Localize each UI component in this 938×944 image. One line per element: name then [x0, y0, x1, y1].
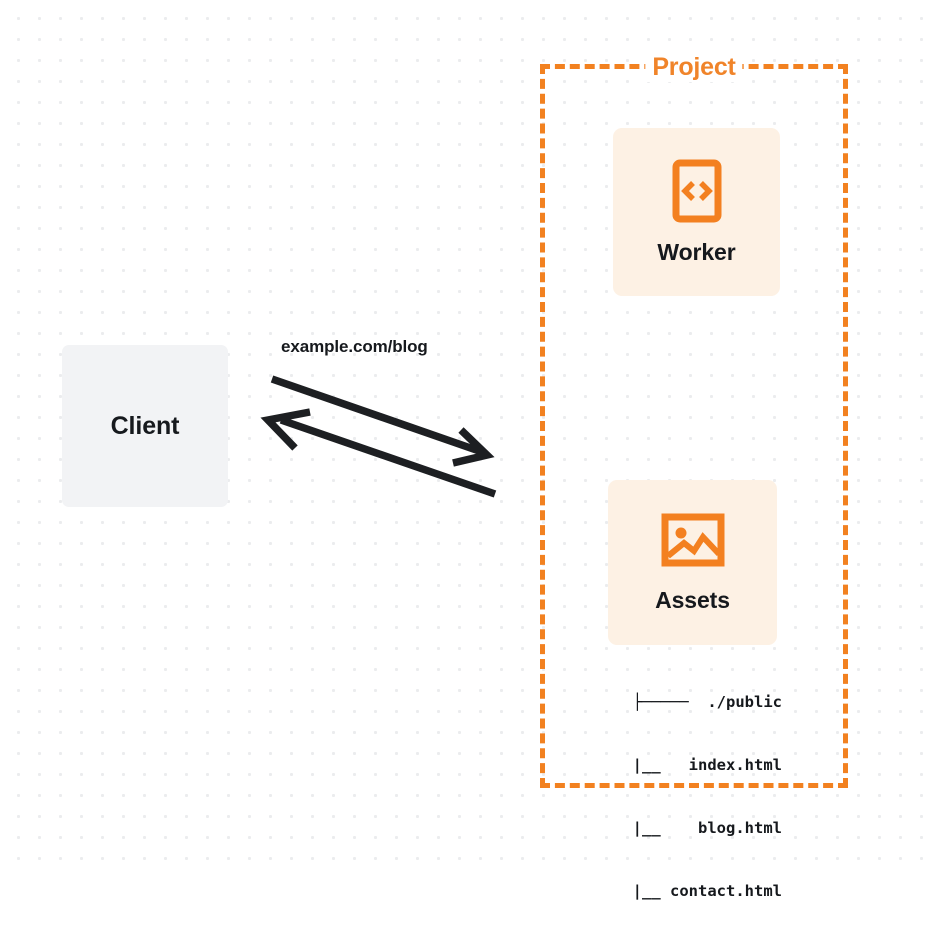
worker-card[interactable]: Worker [613, 128, 780, 296]
project-container: Project [540, 53, 848, 788]
connector-label: example.com/blog [281, 337, 428, 356]
client-node[interactable]: Client [62, 345, 228, 507]
image-picture-icon [661, 513, 724, 566]
request-arrow [270, 375, 495, 467]
file-tree-line-root: ├───── ./public [632, 693, 782, 711]
response-arrow [260, 408, 497, 498]
client-node-label: Client [110, 411, 180, 440]
file-tree-line-index: |__ index.html [595, 756, 782, 774]
asset-file-tree: ├───── ./public |__ index.html |__ blog.… [586, 650, 782, 944]
diagram-canvas: Client example.com/blog Project Worker [0, 0, 938, 900]
file-tree-line-contact: |__ contact.html [595, 882, 782, 900]
assets-card-label: Assets [655, 586, 730, 613]
assets-card[interactable]: Assets [608, 480, 777, 645]
worker-card-label: Worker [657, 238, 736, 265]
project-title: Project [645, 53, 743, 82]
file-tree-line-blog: |__ blog.html [595, 819, 782, 837]
code-brackets-icon [672, 159, 721, 222]
